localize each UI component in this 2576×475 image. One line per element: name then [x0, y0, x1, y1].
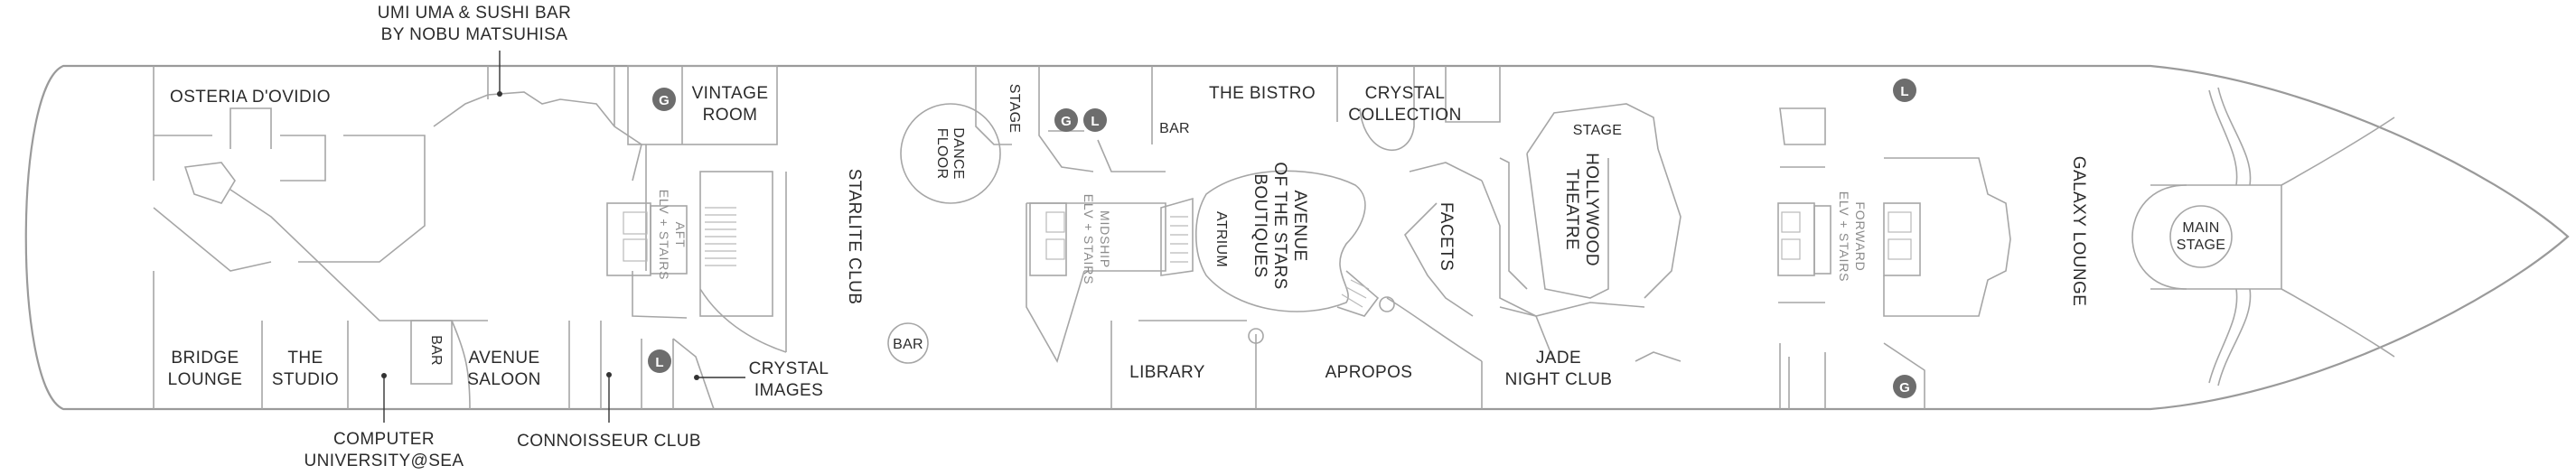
hollywood-theatre-label-2: THEATRE: [1562, 169, 1581, 250]
umi-uma-label: UMI UMA & SUSHI BAR: [378, 4, 572, 23]
avenue-of-stars-boundary: [1194, 170, 1366, 312]
venue-labels: UMI UMA & SUSHI BAR BY NOBU MATSUHISA OS…: [168, 4, 2226, 470]
svg-text:G: G: [1899, 380, 1910, 396]
svg-text:L: L: [655, 355, 663, 370]
avenue-stars-label-2: OF THE STARS: [1270, 162, 1289, 289]
starlite-bar: [887, 322, 929, 364]
restroom-l-forward-icon: L: [1893, 79, 1916, 102]
bridge-lounge-label: BRIDGE: [171, 349, 239, 368]
avenue-saloon-label: AVENUE: [468, 349, 539, 368]
ship-hull: [24, 64, 2570, 411]
atrium-label: ATRIUM: [1213, 211, 1229, 267]
restroom-g-forward-icon: G: [1893, 375, 1916, 398]
aft-lower-rooms: [153, 271, 715, 410]
the-studio-label-2: STUDIO: [272, 370, 339, 389]
midship-walls: [900, 66, 1537, 409]
restroom-l-mid-icon: L: [1083, 108, 1107, 132]
galaxy-lounge: [2131, 87, 2395, 387]
galaxy-lounge-label: GALAXY LOUNGE: [2069, 156, 2088, 306]
svg-text:G: G: [659, 93, 670, 108]
hollywood-theatre-label: HOLLYWOOD: [1582, 153, 1601, 266]
vintage-room-label-2: ROOM: [703, 106, 758, 125]
dance-floor-label-2: FLOOR: [934, 128, 950, 180]
computer-university-label: COMPUTER: [333, 430, 435, 449]
apropos-label: APROPOS: [1325, 363, 1413, 382]
the-bistro-label: THE BISTRO: [1209, 84, 1316, 103]
crystal-images-label: CRYSTAL: [749, 359, 829, 378]
forward-elv-label: FORWARD: [1853, 201, 1868, 271]
crystal-collection-label-2: COLLECTION: [1348, 106, 1461, 125]
aft-elevators: [606, 171, 787, 353]
forward-elevators: [1777, 107, 2011, 409]
computer-university-label-2: UNIVERSITY@SEA: [304, 452, 464, 470]
aft-walls: [153, 65, 778, 321]
dance-floor-label: DANCE: [951, 127, 966, 180]
svg-text:L: L: [1091, 114, 1099, 129]
crystal-images-label-2: IMAGES: [754, 381, 823, 400]
library-label: LIBRARY: [1129, 363, 1205, 382]
main-stage-label-2: STAGE: [2177, 238, 2226, 253]
amenity-badges: G L G L L G: [648, 79, 1916, 398]
the-studio-label: THE: [287, 349, 323, 368]
theatre-stage-label: STAGE: [1573, 123, 1623, 138]
restroom-g-aft-icon: G: [652, 88, 676, 111]
connoisseur-club-label: CONNOISSEUR CLUB: [517, 432, 701, 451]
restroom-l-aft-icon: L: [648, 349, 671, 373]
midship-elv-label: MIDSHIP: [1098, 210, 1112, 268]
crystal-collection-label: CRYSTAL: [1365, 84, 1446, 103]
vintage-room-label: VINTAGE: [692, 84, 769, 103]
main-stage: [2169, 205, 2233, 268]
svg-text:G: G: [1061, 114, 1072, 129]
hollywood-theatre: [1499, 103, 1681, 362]
stage-left-label: STAGE: [1007, 84, 1022, 134]
avenue-stars-label-3: BOUTIQUES: [1251, 173, 1269, 278]
studio-bar-label: BAR: [428, 335, 444, 366]
starlite-club-label: STARLITE CLUB: [845, 169, 864, 305]
bridge-lounge-label-2: LOUNGE: [168, 370, 243, 389]
main-stage-label: MAIN: [2182, 220, 2219, 236]
aft-elv-label: AFT: [673, 222, 688, 248]
bar-top-label: BAR: [1159, 121, 1190, 136]
dance-floor: [900, 103, 1001, 204]
avenue-stars-label: AVENUE: [1290, 190, 1309, 261]
forward-elv-label-2: ELV + STAIRS: [1837, 191, 1851, 283]
jade-night-club-label: JADE: [1536, 349, 1581, 368]
aft-elv-label-2: ELV + STAIRS: [657, 190, 671, 281]
midship-elv-label-2: ELV + STAIRS: [1082, 194, 1096, 285]
starlite-bar-label: BAR: [893, 337, 923, 352]
facets-label: FACETS: [1437, 202, 1456, 271]
leader-lines: [381, 51, 745, 423]
osteria-label: OSTERIA D'OVIDIO: [170, 88, 331, 107]
avenue-saloon-label-2: SALOON: [467, 370, 541, 389]
umi-uma-sub-label: BY NOBU MATSUHISA: [381, 25, 568, 44]
svg-text:L: L: [1900, 84, 1908, 99]
jade-night-club-label-2: NIGHT CLUB: [1505, 370, 1613, 389]
restroom-g-mid-icon: G: [1054, 108, 1078, 132]
